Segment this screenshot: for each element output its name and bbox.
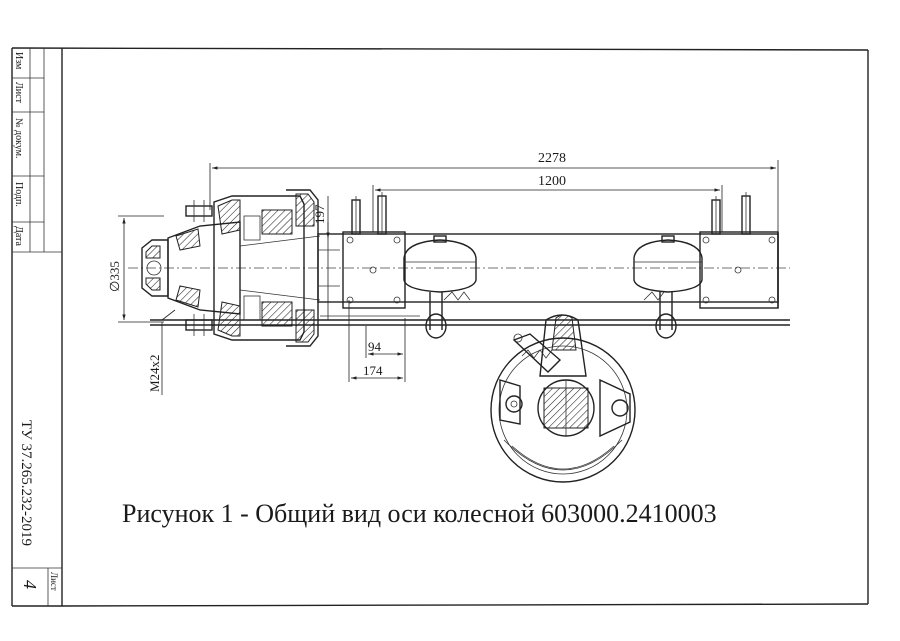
axle-beam	[150, 233, 790, 326]
bracket-right	[699, 192, 779, 309]
dim-94-text: 94	[368, 339, 382, 354]
brake-chamber-right	[633, 235, 703, 339]
dim-197-text: 197	[312, 204, 327, 224]
dimension-diameter: ∅335	[107, 215, 164, 323]
stamp-col-list: Лист	[13, 82, 24, 104]
stamp-col-date: Дата	[13, 226, 24, 246]
dim-overall-text: 2278	[538, 151, 566, 166]
dim-174-text: 174	[363, 363, 383, 378]
doc-code: ТУ 37.265.232-2019	[18, 420, 34, 546]
sheet-number: 4	[20, 580, 40, 589]
brake-drum-side-view	[490, 314, 636, 483]
brake-chamber-left	[403, 235, 477, 339]
dimension-overall: 2278	[209, 151, 779, 232]
dim-thread-text: М24х2	[147, 354, 162, 392]
dim-diameter-text: ∅335	[107, 261, 122, 292]
stamp-block: Изм Лист № докум. Подп. Дата ТУ 37.265.2…	[12, 48, 62, 606]
sheet-label: Лист	[49, 572, 59, 591]
dimension-track: 1200	[372, 174, 723, 232]
hub-assembly	[128, 189, 790, 347]
sheet-frame	[11, 47, 869, 607]
figure-caption: Рисунок 1 - Общий вид оси колесной 60300…	[122, 499, 717, 528]
stamp-col-sign: Подп.	[13, 182, 24, 207]
stamp-col-izm: Изм	[13, 52, 24, 70]
dimension-bracket: 94 174	[348, 300, 406, 382]
dim-track-text: 1200	[538, 174, 566, 189]
bracket-left	[342, 192, 406, 309]
dimension-thread: М24х2	[147, 309, 176, 395]
dimension-hub-offset: 197	[312, 196, 330, 320]
stamp-col-doc: № докум.	[13, 118, 24, 159]
